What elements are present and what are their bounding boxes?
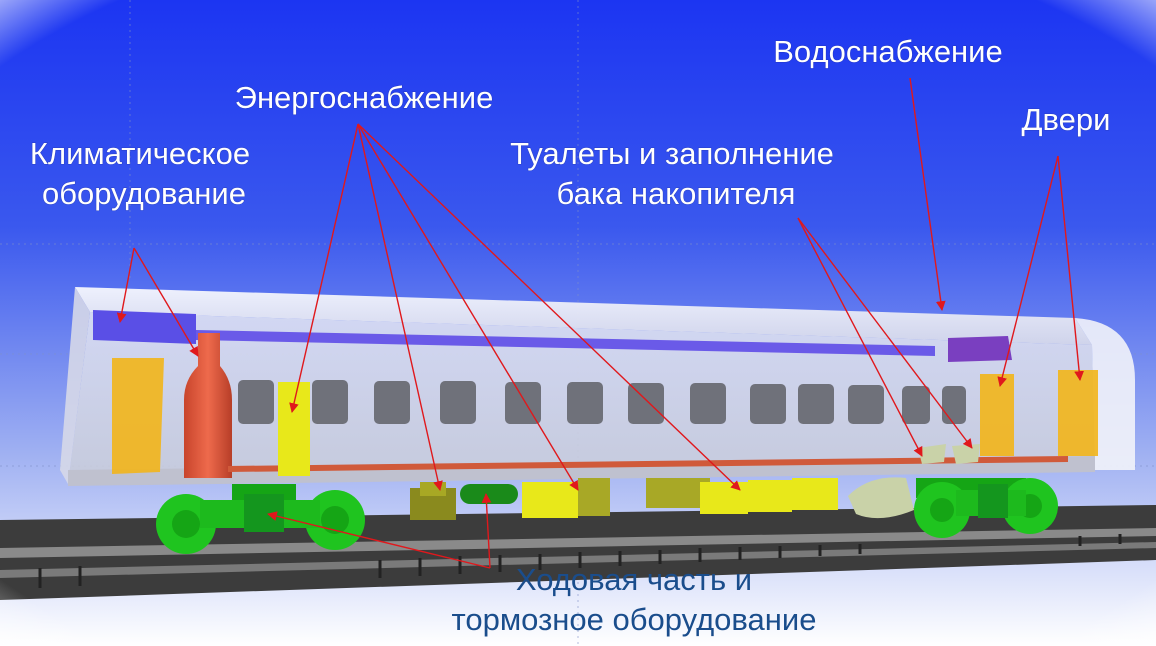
brake-reservoir [460,484,518,504]
door-end [1058,370,1098,456]
label-doors: Двери [1022,102,1111,137]
label-power: Энергоснабжение [235,80,494,115]
label-running-line1: Ходовая часть и [516,562,752,597]
door-vestibule [980,374,1014,456]
car-windows [238,380,966,424]
label-climate-line2: оборудование [42,176,246,211]
label-climate-line1: Климатическое [30,136,250,171]
water-tank [948,336,1012,362]
power-cabinet [278,382,310,476]
label-toilets-line2: бака накопителя [557,176,796,211]
label-water: Водоснабжение [773,34,1003,69]
label-running-line2: тормозное оборудование [452,602,817,637]
end-cabinet-left [112,358,164,474]
label-toilets-line1: Туалеты и заполнение [510,136,834,171]
